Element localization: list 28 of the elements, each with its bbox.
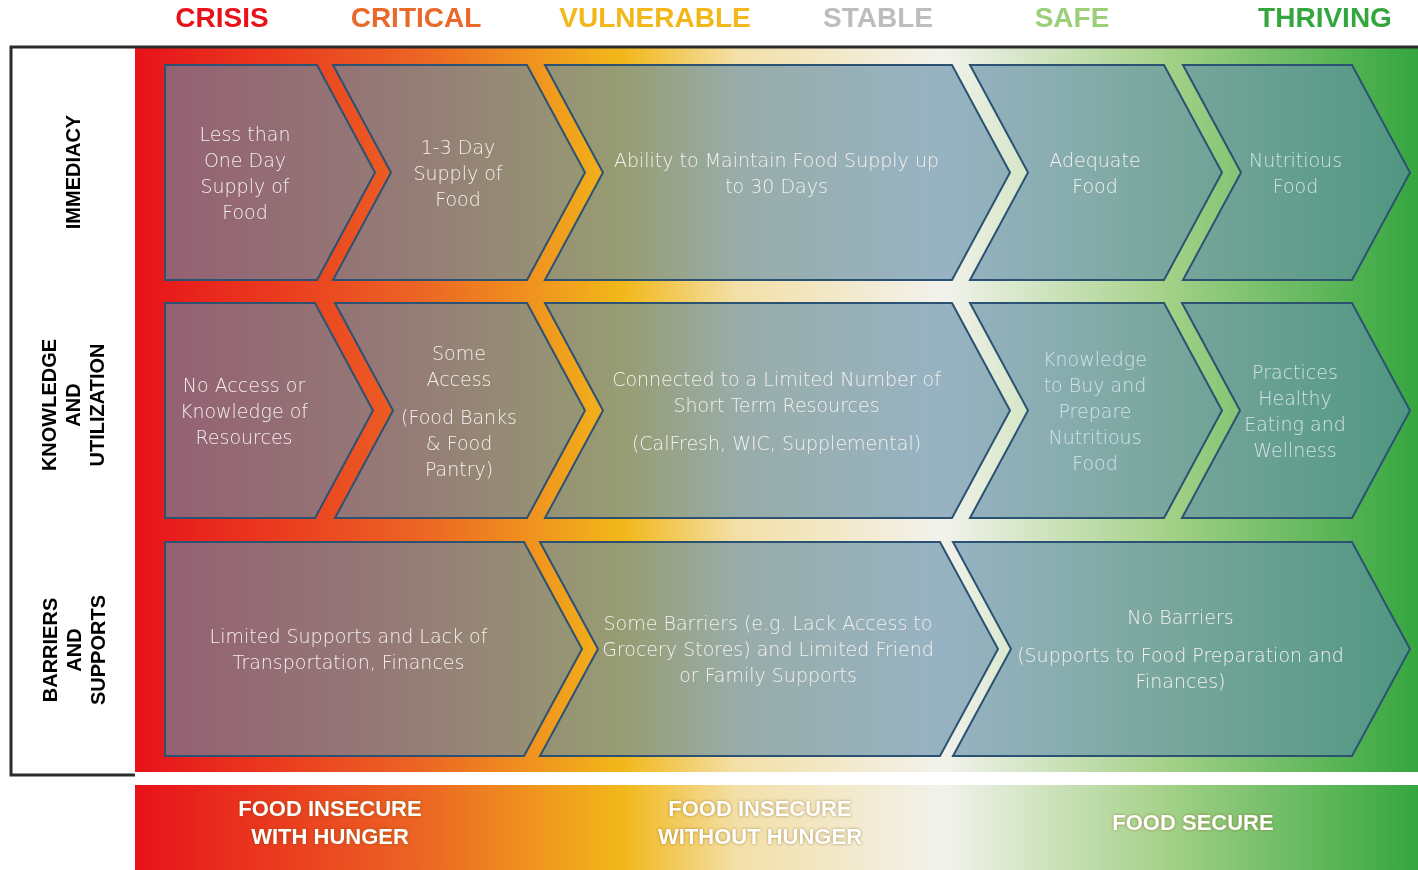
chevron-text: Ability to Maintain Food Supply up to 30 Days bbox=[612, 147, 940, 199]
chevron-text: Nutritious Food bbox=[1247, 147, 1344, 199]
level-heading: VULNERABLE bbox=[558, 2, 752, 34]
level-heading: THRIVING bbox=[1257, 2, 1393, 34]
chevron-text: Less than One Day Supply of Food bbox=[198, 121, 292, 225]
row-heading: IMMEDIACY bbox=[61, 113, 85, 232]
chevron-text: Practices Healthy Eating and Wellness bbox=[1244, 359, 1346, 463]
level-heading: CRISIS bbox=[174, 2, 270, 34]
chevron-text: No Barriers bbox=[1127, 605, 1234, 630]
chevron-note: (Supports to Food Preparation and Finances) bbox=[1016, 643, 1345, 694]
chevron-note: (Food Banks & Food Pantry) bbox=[399, 404, 518, 482]
row-heading: KNOWLEDGE AND UTILIZATION bbox=[37, 337, 109, 474]
row-heading: BARRIERS AND SUPPORTS bbox=[37, 594, 109, 707]
chevron-text: Adequate Food bbox=[1048, 147, 1142, 199]
level-heading: STABLE bbox=[822, 2, 934, 34]
chevron-text: Some Barriers (e.g. Lack Access to Grocery Stores) and Limited Friend or Family Supports bbox=[602, 611, 934, 688]
band-label: FOOD INSECURE WITH HUNGER bbox=[237, 795, 423, 851]
chevron-text: 1-3 Day Supply of Food bbox=[412, 134, 504, 212]
chevron-text: Knowledge to Buy and Prepare Nutritious Food bbox=[1042, 346, 1148, 476]
chevron-text: Connected to a Limited Number of Short Term Resources bbox=[611, 366, 942, 418]
level-heading: CRITICAL bbox=[349, 2, 483, 34]
chevron-text: No Access or Knowledge of Resources bbox=[179, 372, 309, 450]
band-label: FOOD SECURE bbox=[1111, 809, 1275, 837]
chevron-text: Some Access bbox=[425, 340, 493, 392]
level-heading: SAFE bbox=[1033, 2, 1111, 34]
chevron-note: (CalFresh, WIC, Supplemental) bbox=[631, 430, 922, 456]
chevron-text: Limited Supports and Lack of Transportation, Finances bbox=[208, 624, 489, 675]
band-label: FOOD INSECURE WITHOUT HUNGER bbox=[656, 795, 864, 851]
